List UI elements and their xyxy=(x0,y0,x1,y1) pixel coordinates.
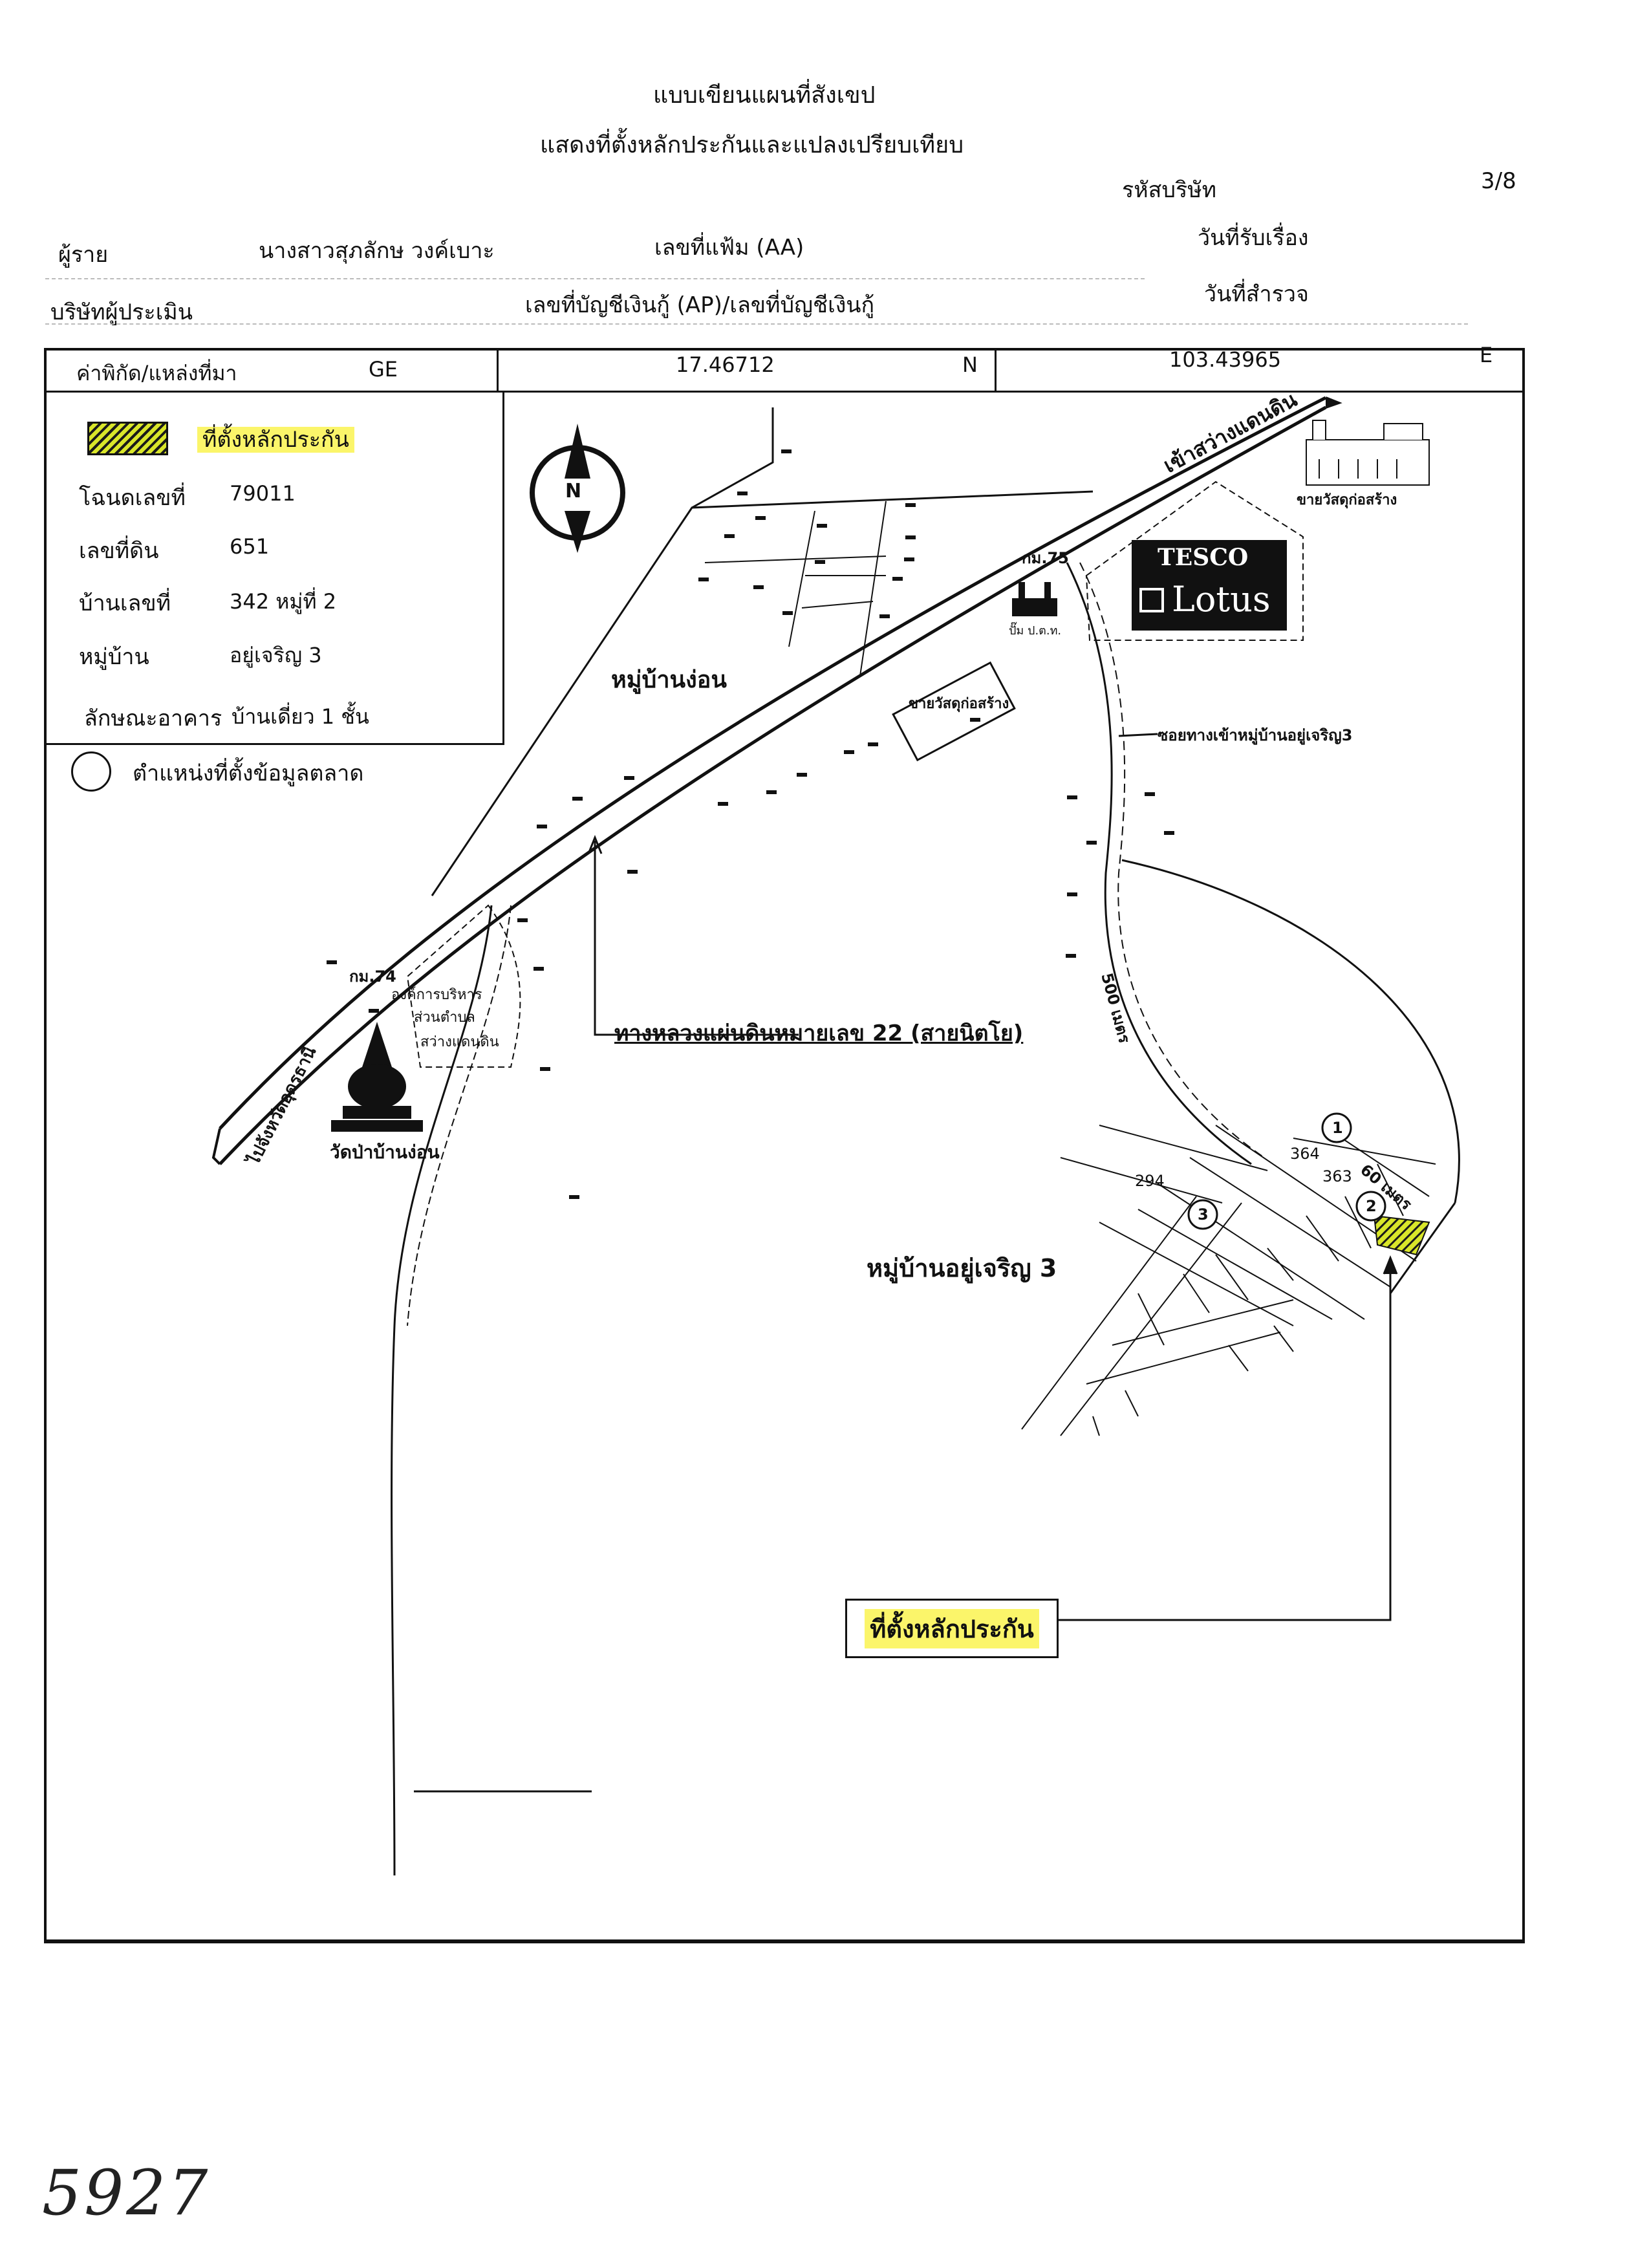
highway-22-label: ทางหลวงแผ่นดินหมายเลข 22 (สายนิตโย) xyxy=(614,1021,1024,1046)
gas-station-icon xyxy=(1012,582,1057,616)
village-value: อยู่เจริญ 3 xyxy=(230,643,322,667)
sao-label-line-2: ส่วนตำบล xyxy=(414,1010,475,1026)
deed-value: 79011 xyxy=(230,481,296,506)
tree-symbols xyxy=(327,449,1174,1199)
longitude-direction: E xyxy=(1480,343,1493,367)
plot-294-label: 294 xyxy=(1135,1172,1165,1190)
appraiser-label: บริษัทผู้ประเมิน xyxy=(50,299,193,325)
village-ngon-label: หมู่บ้านง่อน xyxy=(611,667,727,693)
coordinate-row-divider xyxy=(44,391,1525,393)
outer-road-east xyxy=(1121,859,1460,1204)
highway-line-lower xyxy=(219,405,1327,1165)
account-label: เลขที่บัญชีเงินกู้ (AP)/เลขที่บัญชีเงินก… xyxy=(525,292,875,318)
sao-boundary xyxy=(406,904,521,1068)
marker-2-label: 2 xyxy=(1366,1197,1377,1215)
survey-date-label: วันที่สำรวจ xyxy=(1204,281,1309,307)
marker-2-circle xyxy=(1355,1191,1386,1222)
soi-label-leader xyxy=(1118,733,1158,737)
km74-label: กม.74 xyxy=(349,967,396,986)
collateral-plot xyxy=(1373,1215,1430,1256)
wat-market-box xyxy=(892,661,1016,762)
lotus-square-icon xyxy=(1139,588,1164,612)
collateral-callout-box: ที่ตั้งหลักประกัน xyxy=(845,1599,1059,1658)
coordinate-divider-1 xyxy=(497,348,499,391)
handwritten-number: 5927 xyxy=(42,2157,211,2229)
village-ngon-grid xyxy=(704,501,887,676)
collateral-leader-arrow xyxy=(1383,1255,1398,1275)
market-data-label: ตำแหน่งที่ตั้งข้อมูลตลาด xyxy=(133,761,364,786)
page-number: 3/8 xyxy=(1481,168,1516,194)
marker-3-label: 3 xyxy=(1198,1205,1209,1224)
file-no-label: เลขที่แฟ้ม (AA) xyxy=(654,235,804,261)
gas-station-label: ปั๊ม ป.ต.ท. xyxy=(1009,624,1062,638)
coordinate-divider-2 xyxy=(995,348,997,391)
latitude-direction: N xyxy=(962,352,978,377)
lotus-text: Lotus xyxy=(1172,579,1271,620)
received-date-label: วันที่รับเรื่อง xyxy=(1198,225,1309,251)
outer-road-east-tail xyxy=(1389,1202,1456,1294)
market-data-circle-icon xyxy=(71,751,111,792)
coordinate-source-value: GE xyxy=(369,357,398,382)
deed-label: โฉนดเลขที่ xyxy=(79,485,186,511)
building-market-icon xyxy=(1306,420,1430,486)
sao-label-line-1: องค์การบริหาร xyxy=(391,987,482,1003)
north-letter: N xyxy=(565,480,582,502)
yoocharoen-village-grid xyxy=(1021,1125,1436,1436)
tesco-text: TESCO xyxy=(1158,544,1249,571)
collateral-hatch-swatch xyxy=(87,422,168,455)
legend-collateral-label: ที่ตั้งหลักประกัน xyxy=(197,422,354,457)
header-dotted-line-2 xyxy=(45,323,1468,325)
highway-arrow-ne xyxy=(1325,396,1342,409)
road-south-dashed xyxy=(407,905,512,1326)
soi-road-dashed xyxy=(1079,562,1265,1158)
soi-road-west xyxy=(1066,562,1252,1165)
temple-label: วัดป่าบ้านง่อน xyxy=(330,1141,440,1163)
tesco-lotus-logo: TESCO Lotus xyxy=(1132,540,1287,631)
village-yoocharoen-label: หมู่บ้านอยู่เจริญ 3 xyxy=(867,1254,1057,1282)
owner-label: ผู้ราย xyxy=(58,242,109,268)
collateral-leader xyxy=(1057,1258,1392,1621)
wat-market-mid-label: ขายวัสดุก่อสร้าง xyxy=(909,696,1009,712)
legend-box xyxy=(44,391,504,745)
coordinate-source-label: ค่าพิกัด/แหล่งที่มา xyxy=(76,361,237,385)
owner-name: นางสาวสุภลักษ วงค์เบาะ xyxy=(259,238,495,264)
building-type-value: บ้านเดี่ยว 1 ชั้น xyxy=(232,704,369,729)
temple-icon xyxy=(331,1022,423,1132)
road-south xyxy=(391,905,493,1876)
km75-label: กม.75 xyxy=(1022,549,1069,567)
village-label: หมู่บ้าน xyxy=(79,644,149,670)
building-type-label: ลักษณะอาคาร xyxy=(84,706,222,731)
title-line-1: แบบเขียนแผนที่สังเขป xyxy=(653,82,876,109)
marker-3-circle xyxy=(1187,1199,1218,1230)
highway-line-upper xyxy=(219,396,1327,1130)
title-line-2: แสดงที่ตั้งหลักประกันและแปลงเปรียบเทียบ xyxy=(540,132,964,158)
highway-label-arrow xyxy=(587,834,603,854)
marker-1-label: 1 xyxy=(1332,1119,1343,1137)
plot-363-label: 363 xyxy=(1322,1167,1352,1185)
tesco-compound xyxy=(1085,481,1304,641)
wat-market-top-label: ขายวัสดุก่อสร้าง xyxy=(1297,492,1397,508)
sao-label-line-3: สว่างแดนดิน xyxy=(420,1034,499,1050)
soi-to-village-label: ซอยทางเข้าหมู่บ้านอยู่เจริญ3 xyxy=(1158,726,1353,744)
header-dotted-line-1 xyxy=(45,278,1145,279)
highway-arrow-sw xyxy=(211,1128,221,1165)
house-no-label: บ้านเลขที่ xyxy=(79,590,171,616)
north-compass-icon xyxy=(530,424,625,553)
village-ngon-north-road xyxy=(691,407,774,509)
marker-1-circle xyxy=(1321,1112,1352,1143)
company-code-label: รหัสบริษัท xyxy=(1122,177,1217,203)
longitude-value: 103.43965 xyxy=(1169,347,1282,372)
plot-364-label: 364 xyxy=(1290,1145,1320,1163)
highway-label-leader xyxy=(594,841,799,1036)
house-no-value: 342 หมู่ที่ 2 xyxy=(230,589,337,614)
land-no-label: เลขที่ดิน xyxy=(79,538,159,564)
collateral-callout-label: ที่ตั้งหลักประกัน xyxy=(865,1608,1039,1648)
land-no-value: 651 xyxy=(230,534,270,559)
latitude-value: 17.46712 xyxy=(676,352,775,377)
